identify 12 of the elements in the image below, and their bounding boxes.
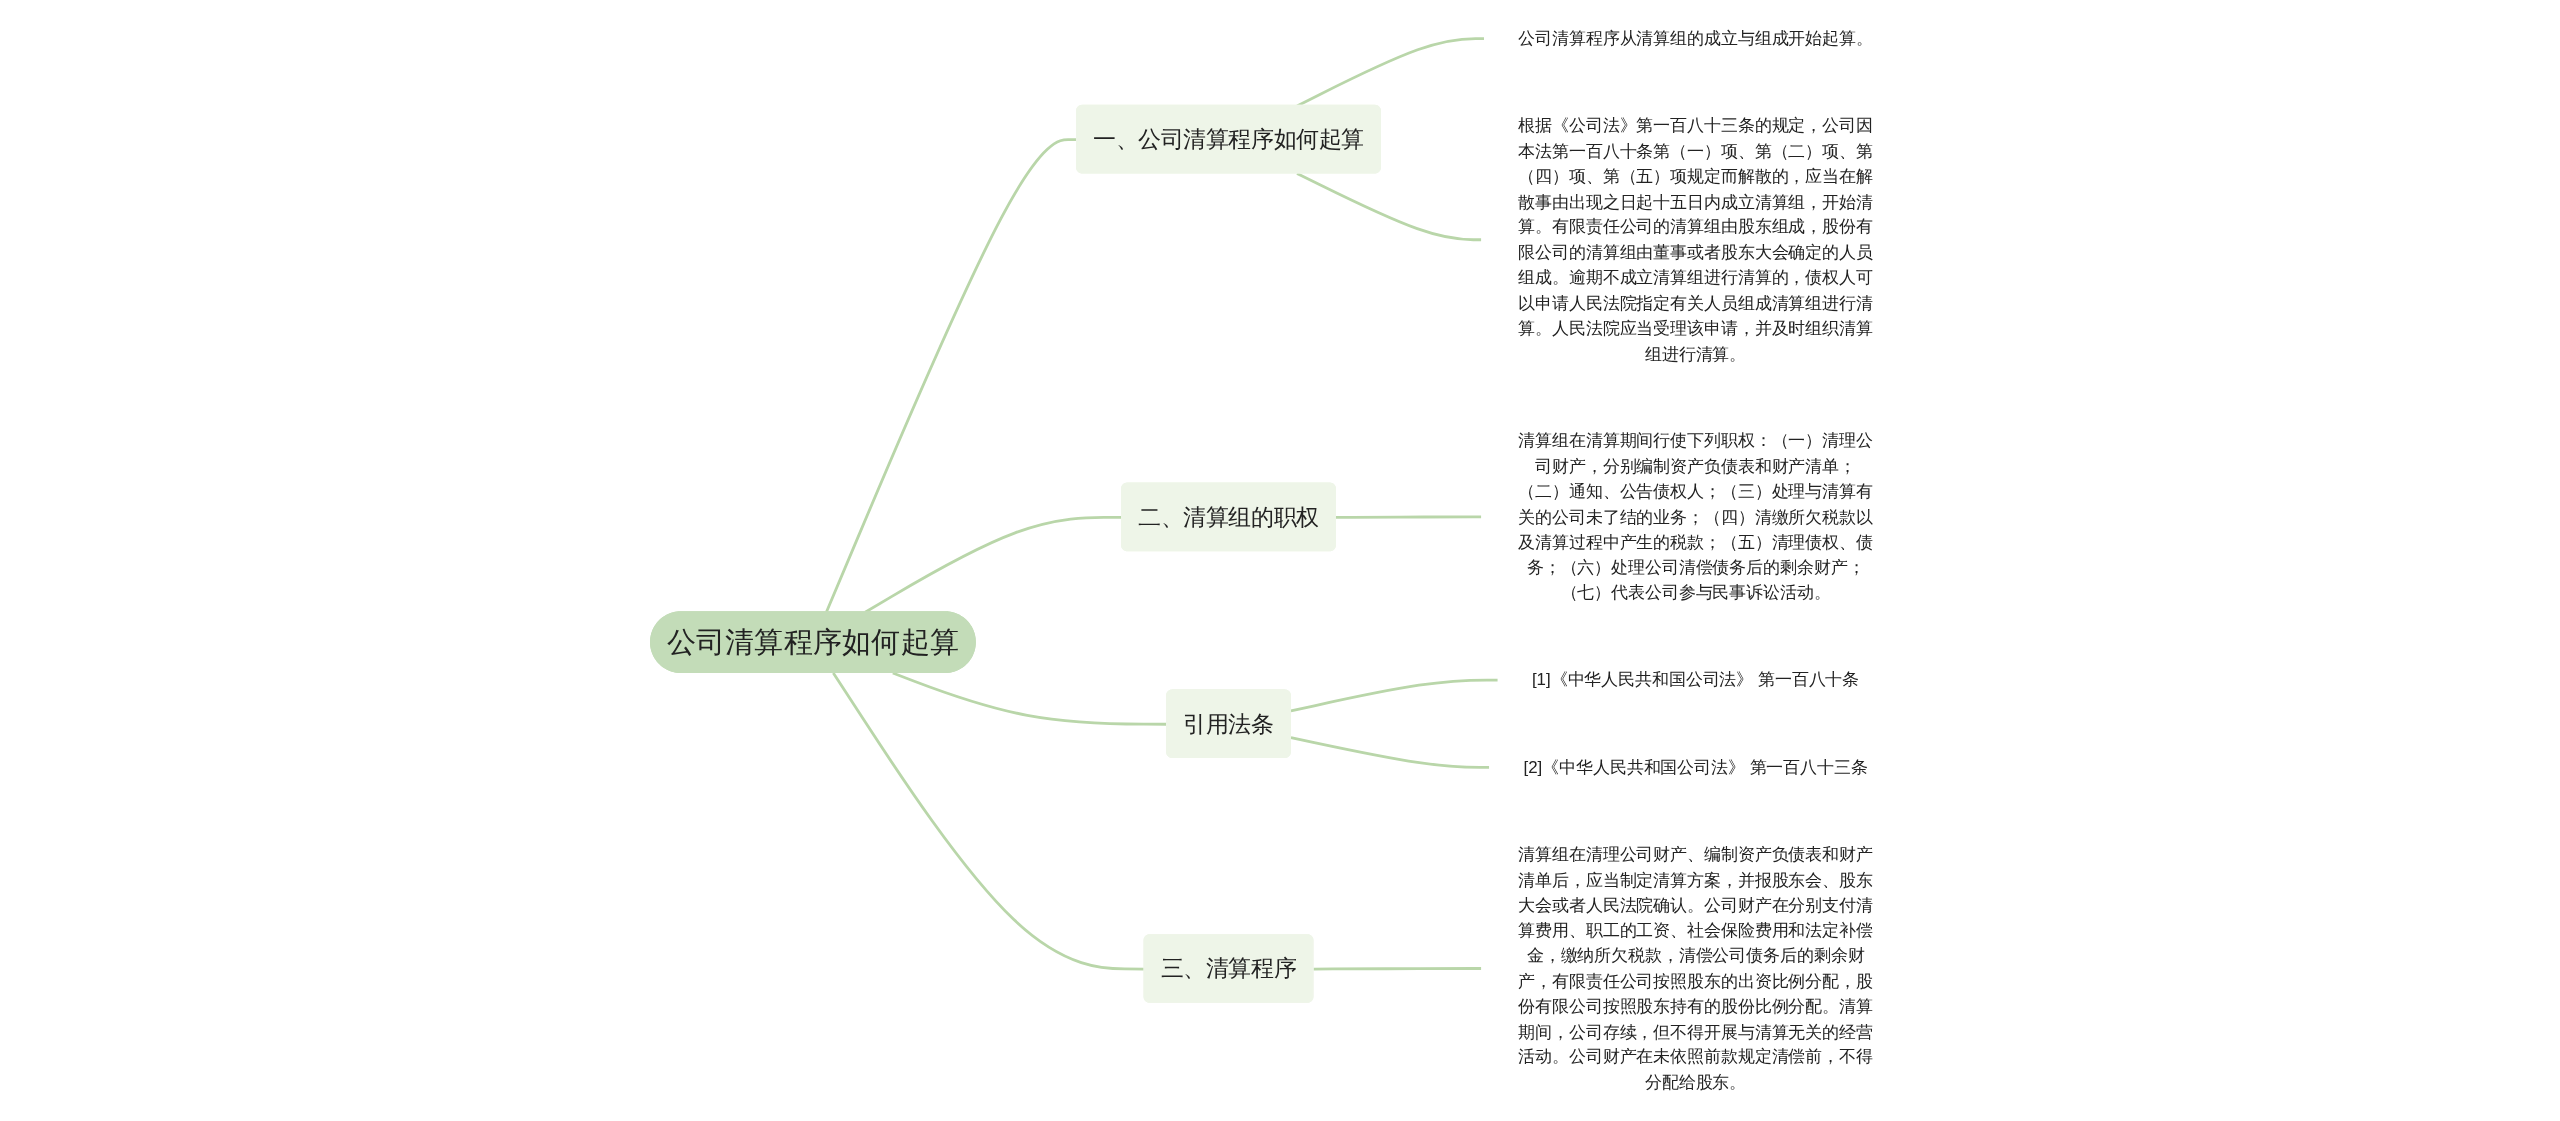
node-text: 公司清算程序从清算组的成立与组成开始起算。 [1518,28,1873,48]
node-text: 清算组在清算期间行使下列职权：（一）清理公司财产，分别编制资产负债表和财产清单；（二）通知、公告债权人；（三）处理与清算有关的公司未了结的业务；（四）清缴所欠税款以及清算过程中产生的税款；（五）清理债权、债务；（六）处理公司清偿债务后的剩余财产；（七）代表公司参与民事诉讼活动。 [1518,430,1873,602]
connector [1296,172,1482,242]
node-text: 根据《公司法》第一百八十三条的规定，公司因本法第一百八十条第（一）项、第（二）项、第（四）项、第（五）项规定而解散的，应当在解散事由出现之日起十五日内成立清算组，开始清算。有限责任公司的清算组由股东组成，股份有限公司的清算组由董事或者股东大会确定的人员组成。逾期不成立清算组进行清算的，债权人可以申请人民法院指定有关人员组成清算组进行清算。人民法院应当受理该申请，并及时组织清算组进行清算。 [1518,115,1873,363]
connector [1335,515,1482,519]
connector [1290,678,1499,713]
node-text: [1]《中华人民共和国公司法》 第一百八十条 [1531,669,1860,689]
connector [1290,736,1490,769]
connector [832,672,1145,971]
connector [1313,967,1482,971]
node-text: [2]《中华人民共和国公司法》 第一百八十三条 [1523,756,1868,777]
node-text: 清算组在清理公司财产、编制资产负债表和财产清单后，应当制定清算方案，并报股东会、股东大会或者人民法院确认。公司财产在分别支付清算费用、职工的工资、社会保险费用和法定补偿金，缴纳所欠税款，清偿公司债务后的剩余财产，有限责任公司按照股东的出资比例分配，股份有限公司按照股东持有的股份比例分配。清算期间，公司存续，但不得开展与清算无关的经营活动。公司财产在未依照前款规定清偿前，不得分配给股东。 [1518,844,1873,1092]
